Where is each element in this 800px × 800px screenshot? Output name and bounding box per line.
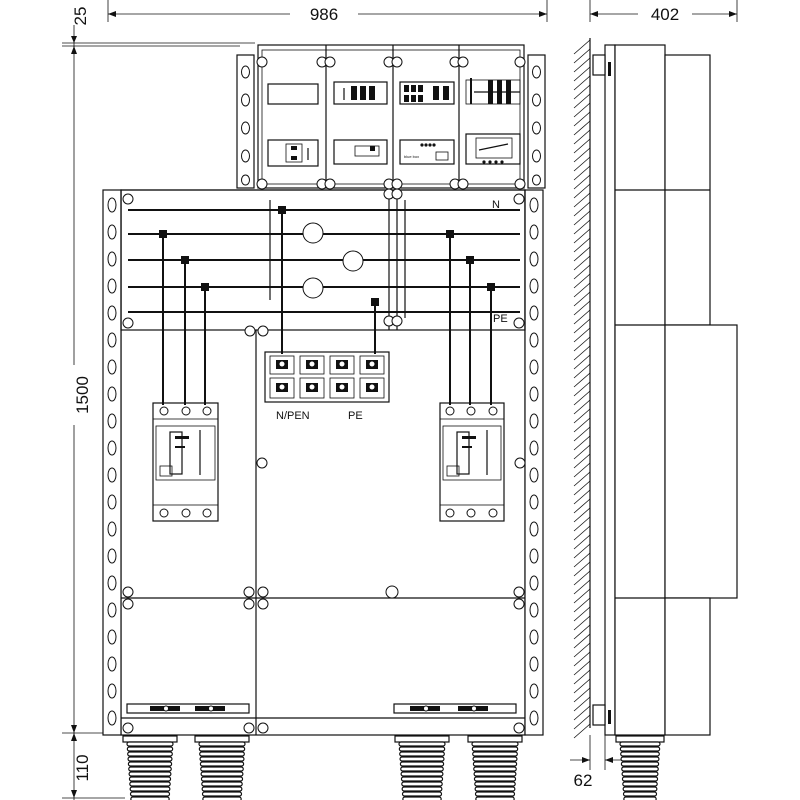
- top-offset-label: 25: [71, 7, 90, 26]
- width-label: 986: [310, 5, 338, 24]
- module-slot-4: [465, 78, 521, 165]
- strain-relief-right: [393, 703, 517, 714]
- dimension-height: 1500: [62, 45, 240, 734]
- cable-glands: [122, 735, 523, 800]
- main-enclosure: [120, 189, 526, 736]
- side-view: [573, 38, 738, 800]
- dimension-depth: 402: [589, 0, 738, 24]
- circuit-breaker-left: [152, 402, 219, 522]
- connection-wires: [159, 190, 495, 405]
- wall-hatching: [573, 38, 591, 739]
- dimension-width: 986: [107, 0, 548, 24]
- top-rail-left: [236, 54, 255, 189]
- terminal-npen-label: N/PEN: [276, 410, 310, 422]
- dimension-bottom-offset: 110: [62, 733, 125, 800]
- terminal-block: N/PEN PE: [264, 351, 390, 422]
- pe-label: PE: [493, 313, 508, 325]
- depth-label: 402: [651, 5, 679, 24]
- compartment-rings: [122, 188, 525, 337]
- neutral-label: N: [492, 199, 500, 211]
- dimension-top-offset: 25: [62, 7, 255, 50]
- side-cable-glands: [615, 735, 665, 800]
- module-slot-2: [333, 81, 388, 165]
- module-slot-3: blue box: [399, 81, 455, 165]
- main-rail-right: [524, 189, 544, 736]
- din-module-text: blue box: [404, 154, 419, 159]
- height-label: 1500: [73, 376, 92, 414]
- busbar-holders: [302, 222, 364, 299]
- top-module-rings: [256, 56, 526, 190]
- terminal-pe-label: PE: [348, 410, 363, 422]
- module-slot-1: [267, 83, 319, 167]
- lower-compartments: [121, 330, 526, 735]
- main-rail-left: [102, 189, 122, 736]
- bottom-offset-label: 110: [73, 754, 92, 781]
- wall-offset-label: 62: [574, 771, 593, 790]
- busbar-compartment: [120, 189, 526, 331]
- busbars: [128, 209, 520, 313]
- side-enclosure: [592, 44, 738, 736]
- front-view: blue box: [102, 44, 546, 800]
- top-rail-right: [527, 54, 546, 189]
- dimension-wall-offset: 62: [570, 735, 625, 790]
- circuit-breaker-right: [439, 402, 505, 522]
- strain-relief-left: [126, 703, 250, 714]
